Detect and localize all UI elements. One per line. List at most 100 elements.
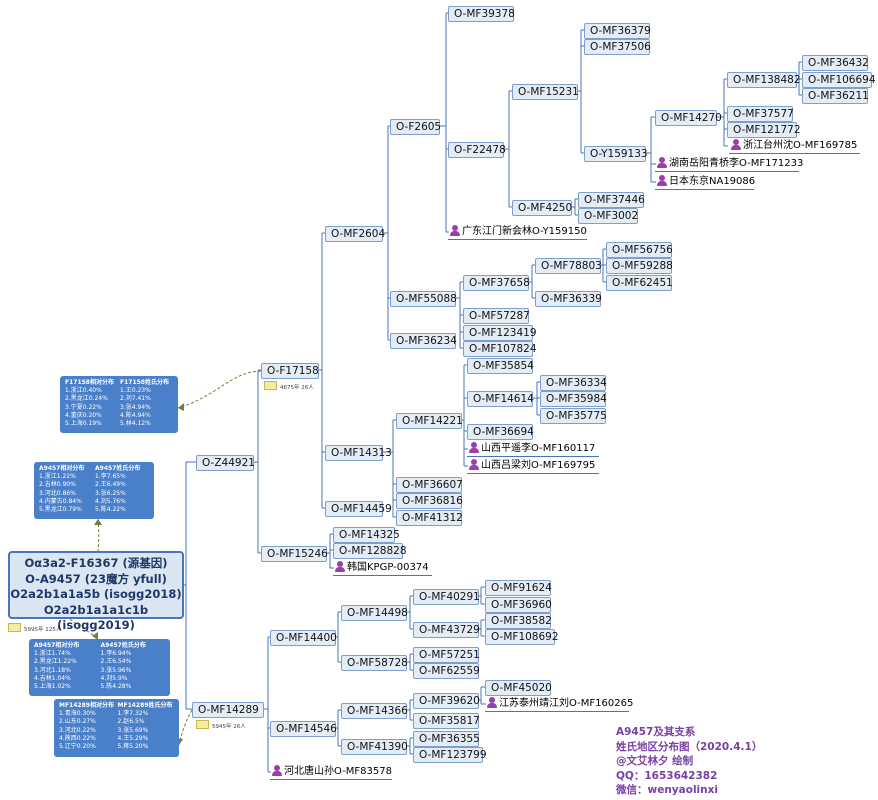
root-line: O2a2b1a1a1c1b (isogg2019): [43, 602, 149, 633]
age-tag: 5945年 26人: [196, 720, 246, 730]
node-mf14270[interactable]: O-MF14270: [655, 110, 722, 126]
node-mf14546[interactable]: O-MF14546: [270, 721, 337, 737]
node-mf15246[interactable]: O-MF15246: [261, 546, 328, 562]
node-mf91624[interactable]: O-MF91624: [485, 580, 552, 596]
node-mf14221[interactable]: O-MF14221: [396, 413, 463, 429]
person-icon: [731, 139, 741, 150]
node-y159133[interactable]: O-Y159133: [584, 146, 648, 162]
sample-leaf[interactable]: 日本东京NA19086: [655, 175, 755, 190]
sample-leaf[interactable]: 广东江门新会林O-Y159150: [448, 225, 587, 240]
root-node[interactable]: Oα3a2-F16367 (源基因) O-A9457 (23魔方 yfull) …: [8, 551, 184, 632]
node-mf57251[interactable]: O-MF57251: [413, 647, 480, 663]
node-mf36960[interactable]: O-MF36960: [485, 597, 552, 613]
arrowhead: [94, 519, 102, 525]
node-mf123419[interactable]: O-MF123419: [463, 325, 537, 341]
node-mf57287[interactable]: O-MF57287: [463, 308, 530, 324]
node-mf36234[interactable]: O-MF36234: [390, 333, 457, 349]
node-mf37506[interactable]: O-MF37506: [584, 39, 651, 55]
node-mf45020[interactable]: O-MF45020: [485, 680, 552, 696]
node-mf78803[interactable]: O-MF78803: [535, 258, 602, 274]
node-mf35854[interactable]: O-MF35854: [467, 358, 534, 374]
sample-leaf[interactable]: 韩国KPGP-00374: [333, 561, 432, 576]
node-mf14614[interactable]: O-MF14614: [467, 391, 534, 407]
node-mf37658[interactable]: O-MF37658: [463, 275, 530, 291]
node-mf35817[interactable]: O-MF35817: [413, 713, 480, 729]
credit-line: @文艾林夕 绘制: [616, 755, 694, 767]
arrowhead: [178, 403, 184, 411]
node-mf35984[interactable]: O-MF35984: [540, 391, 607, 407]
node-mf59288[interactable]: O-MF59288: [606, 258, 673, 274]
node-mf36334[interactable]: O-MF36334: [540, 375, 607, 391]
node-mf41312[interactable]: O-MF41312: [396, 510, 463, 526]
node-f2605[interactable]: O-F2605: [390, 119, 441, 135]
sample-leaf[interactable]: 山西平遥李O-MF160117: [467, 442, 599, 457]
person-icon: [487, 697, 497, 708]
node-f17158[interactable]: O-F17158: [261, 363, 319, 379]
node-mf62559[interactable]: O-MF62559: [413, 663, 480, 679]
node-mf15231[interactable]: O-MF15231: [512, 84, 579, 100]
node-mf41390[interactable]: O-MF41390: [341, 739, 408, 755]
node-mf14366[interactable]: O-MF14366: [341, 703, 408, 719]
node-mf62451[interactable]: O-MF62451: [606, 275, 673, 291]
node-mf3002[interactable]: O-MF3002: [578, 208, 638, 224]
node-mf14400[interactable]: O-MF14400: [270, 630, 337, 646]
node-mf14498[interactable]: O-MF14498: [341, 605, 408, 621]
sample-leaf[interactable]: 河北唐山孙O-MF83578: [270, 765, 392, 780]
tag-icon: [264, 381, 277, 390]
node-mf138482[interactable]: O-MF138482: [727, 72, 801, 88]
node-z44921[interactable]: O-Z44921: [196, 455, 255, 471]
credit-line: 姓氏地区分布图（2020.4.1）: [616, 740, 763, 753]
node-mf121772[interactable]: O-MF121772: [727, 122, 801, 138]
person-icon: [450, 225, 460, 236]
node-mf108692[interactable]: O-MF108692: [485, 629, 559, 645]
node-mf14459[interactable]: O-MF14459: [325, 501, 392, 517]
root-line: O-A9457 (23魔方 yfull): [25, 571, 167, 586]
node-mf14313[interactable]: O-MF14313: [325, 445, 392, 461]
node-mf128828[interactable]: O-MF128828: [333, 543, 407, 559]
node-mf37446[interactable]: O-MF37446: [578, 192, 645, 208]
sample-leaf[interactable]: 江苏泰州靖江刘O-MF160265: [485, 697, 633, 712]
node-mf58728[interactable]: O-MF58728: [341, 655, 408, 671]
node-mf36211[interactable]: O-MF36211: [802, 88, 869, 104]
node-mf39378[interactable]: O-MF39378: [448, 6, 515, 22]
node-mf14289[interactable]: O-MF14289: [192, 702, 264, 718]
node-mf37577[interactable]: O-MF37577: [727, 106, 794, 122]
node-mf4250[interactable]: O-MF4250: [512, 200, 572, 216]
node-mf106694[interactable]: O-MF106694: [802, 72, 876, 88]
node-mf107824[interactable]: O-MF107824: [463, 341, 537, 357]
node-mf36607[interactable]: O-MF36607: [396, 477, 463, 493]
person-icon: [657, 157, 667, 168]
node-mf56756[interactable]: O-MF56756: [606, 242, 673, 258]
node-mf36379[interactable]: O-MF36379: [584, 23, 651, 39]
age-tag: 4675年 26人: [264, 381, 314, 391]
age-tag: 5995年 125人: [8, 623, 61, 633]
sample-leaf[interactable]: 山西吕梁刘O-MF169795: [467, 459, 599, 474]
node-mf40291[interactable]: O-MF40291: [413, 589, 480, 605]
node-mf35775[interactable]: O-MF35775: [540, 408, 607, 424]
node-mf43729[interactable]: O-MF43729: [413, 622, 480, 638]
credits: A9457及其支系 姓氏地区分布图（2020.4.1） @文艾林夕 绘制 QQ：…: [616, 725, 762, 798]
node-mf36432[interactable]: O-MF36432: [802, 55, 869, 71]
node-mf36694[interactable]: O-MF36694: [467, 424, 534, 440]
node-mf123799[interactable]: O-MF123799: [413, 747, 487, 763]
node-mf36339[interactable]: O-MF36339: [535, 291, 602, 307]
root-line: O2a2b1a1a5b (isogg2018): [10, 587, 182, 601]
node-mf39620[interactable]: O-MF39620: [413, 693, 480, 709]
node-f22478[interactable]: O-F22478: [448, 142, 506, 158]
sample-leaf[interactable]: 浙江台州沈O-MF169785: [729, 139, 860, 154]
node-mf2604[interactable]: O-MF2604: [325, 226, 385, 242]
person-icon: [272, 765, 282, 776]
node-mf36355[interactable]: O-MF36355: [413, 731, 480, 747]
node-mf55088[interactable]: O-MF55088: [390, 291, 457, 307]
sample-leaf[interactable]: 湖南岳阳青桥李O-MF171233: [655, 157, 803, 172]
node-mf14325[interactable]: O-MF14325: [333, 527, 400, 543]
callout-line: [177, 370, 262, 409]
person-icon: [469, 459, 479, 470]
node-mf36816[interactable]: O-MF36816: [396, 493, 463, 509]
node-mf38582[interactable]: O-MF38582: [485, 613, 552, 629]
